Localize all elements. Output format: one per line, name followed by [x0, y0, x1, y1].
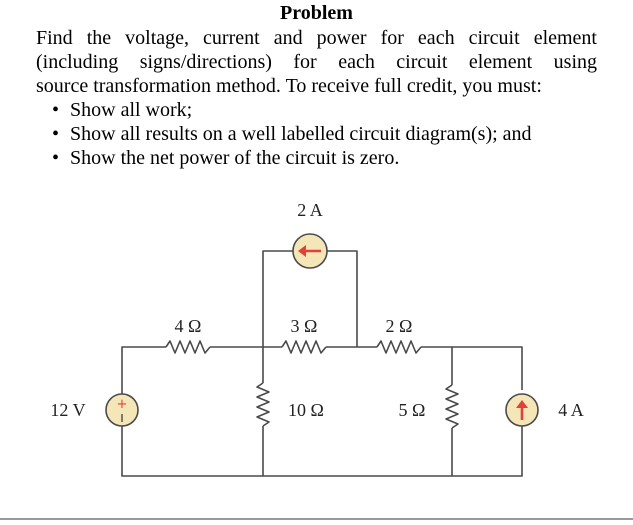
- resistor-5-ohm-symbol: [445, 384, 459, 429]
- label-4-ohm: 4 Ω: [175, 316, 202, 336]
- resistor-3-ohm-symbol: [281, 340, 327, 354]
- label-5-ohm: 5 Ω: [399, 400, 426, 420]
- label-2a: 2 A: [297, 200, 323, 220]
- label-2-ohm: 2 Ω: [386, 316, 413, 336]
- requirement-item: •Show all work;: [52, 99, 193, 121]
- wire-left-bottom: [121, 426, 523, 477]
- statement-line-1: Find the voltage, current and power for …: [36, 27, 597, 49]
- problem-statement: Find the voltage, current and power for …: [36, 26, 597, 98]
- bullet-icon: •: [52, 147, 60, 169]
- statement-line-3: source transformation method. To receive…: [36, 75, 542, 97]
- requirement-item: •Show the net power of the circuit is ze…: [52, 147, 400, 169]
- resistor-2-ohm-symbol: [376, 340, 422, 354]
- label-3-ohm: 3 Ω: [291, 316, 318, 336]
- label-12v: 12 V: [50, 400, 85, 420]
- bottom-divider: [0, 518, 633, 520]
- voltage-source-12v: +: [105, 393, 139, 427]
- problem-title: Problem: [280, 2, 353, 24]
- wire-top-left: [121, 346, 166, 394]
- current-source-2a: [292, 233, 328, 269]
- label-4a: 4 A: [558, 400, 584, 420]
- bullet-icon: •: [52, 99, 60, 121]
- statement-line-2: (including signs/directions) for each ci…: [36, 51, 597, 73]
- wire-top-right: [421, 346, 523, 390]
- requirements-list: •Show all work; •Show all results on a w…: [50, 98, 610, 170]
- current-source-4a: [505, 393, 539, 427]
- requirement-item: •Show all results on a well labelled cir…: [52, 123, 532, 145]
- plus-icon: +: [117, 397, 128, 412]
- wire-top-loop: [262, 250, 358, 347]
- bullet-icon: •: [52, 123, 60, 145]
- label-10-ohm: 10 Ω: [288, 400, 324, 420]
- resistor-4-ohm-symbol: [165, 340, 211, 354]
- resistor-10-ohm-symbol: [256, 382, 270, 427]
- circuit-diagram: + 2 A 4 Ω 3 Ω 2 Ω 12 V 10 Ω 5 Ω 4 A: [50, 200, 584, 477]
